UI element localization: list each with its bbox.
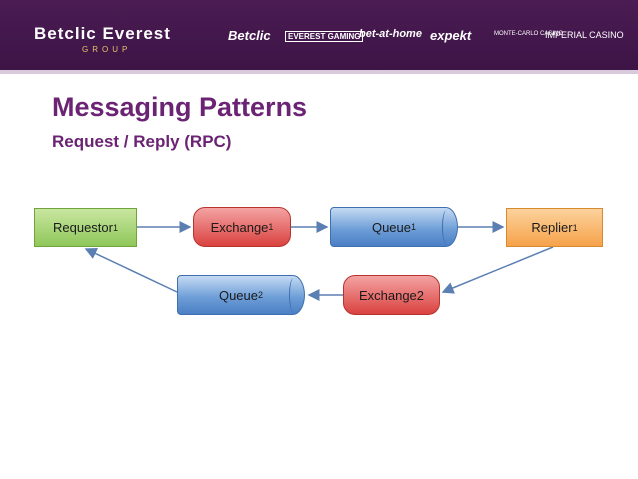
header-bar bbox=[0, 0, 638, 70]
header-divider bbox=[0, 70, 638, 74]
company-logo-subtitle: GROUP bbox=[82, 45, 132, 54]
node-exchange1-label: Exchange bbox=[210, 219, 269, 235]
brand-logo-betclic: Betclic bbox=[228, 28, 271, 43]
node-queue2-label: Queue bbox=[218, 287, 259, 303]
brand-logo-bet-at-home: bet-at-home bbox=[359, 28, 422, 40]
node-replier-label: Replier bbox=[531, 220, 573, 235]
node-queue1-label: Queue bbox=[371, 219, 412, 235]
brand-logo-monte-carlo: MONTE-CARLO CASINO bbox=[494, 31, 564, 37]
slide-title: Messaging Patterns bbox=[52, 92, 308, 122]
arrow-queue2-to-requestor bbox=[84, 248, 178, 293]
brand-logo-imperial-casino: IMPERIAL CASINO bbox=[545, 30, 624, 40]
node-exchange2-label: Exchange2 bbox=[358, 287, 425, 303]
node-queue1-subscript: 1 bbox=[411, 222, 417, 232]
brand-logo-expekt: expekt bbox=[430, 28, 472, 43]
node-requestor-label: Requestor bbox=[53, 220, 113, 235]
company-logo: Betclic Everest bbox=[34, 24, 171, 43]
node-exchange2: Exchange2 bbox=[343, 275, 440, 315]
brand-logo-everest-gaming: EVEREST GAMING bbox=[285, 31, 364, 42]
node-requestor-subscript: 1 bbox=[112, 222, 118, 233]
slide-subtitle: Request / Reply (RPC) bbox=[52, 132, 232, 151]
arrow-replier-to-exchange2 bbox=[441, 246, 554, 294]
node-queue2-subscript: 2 bbox=[258, 290, 264, 300]
node-replier-subscript: 1 bbox=[572, 222, 578, 233]
node-exchange1-subscript: 1 bbox=[268, 222, 274, 232]
